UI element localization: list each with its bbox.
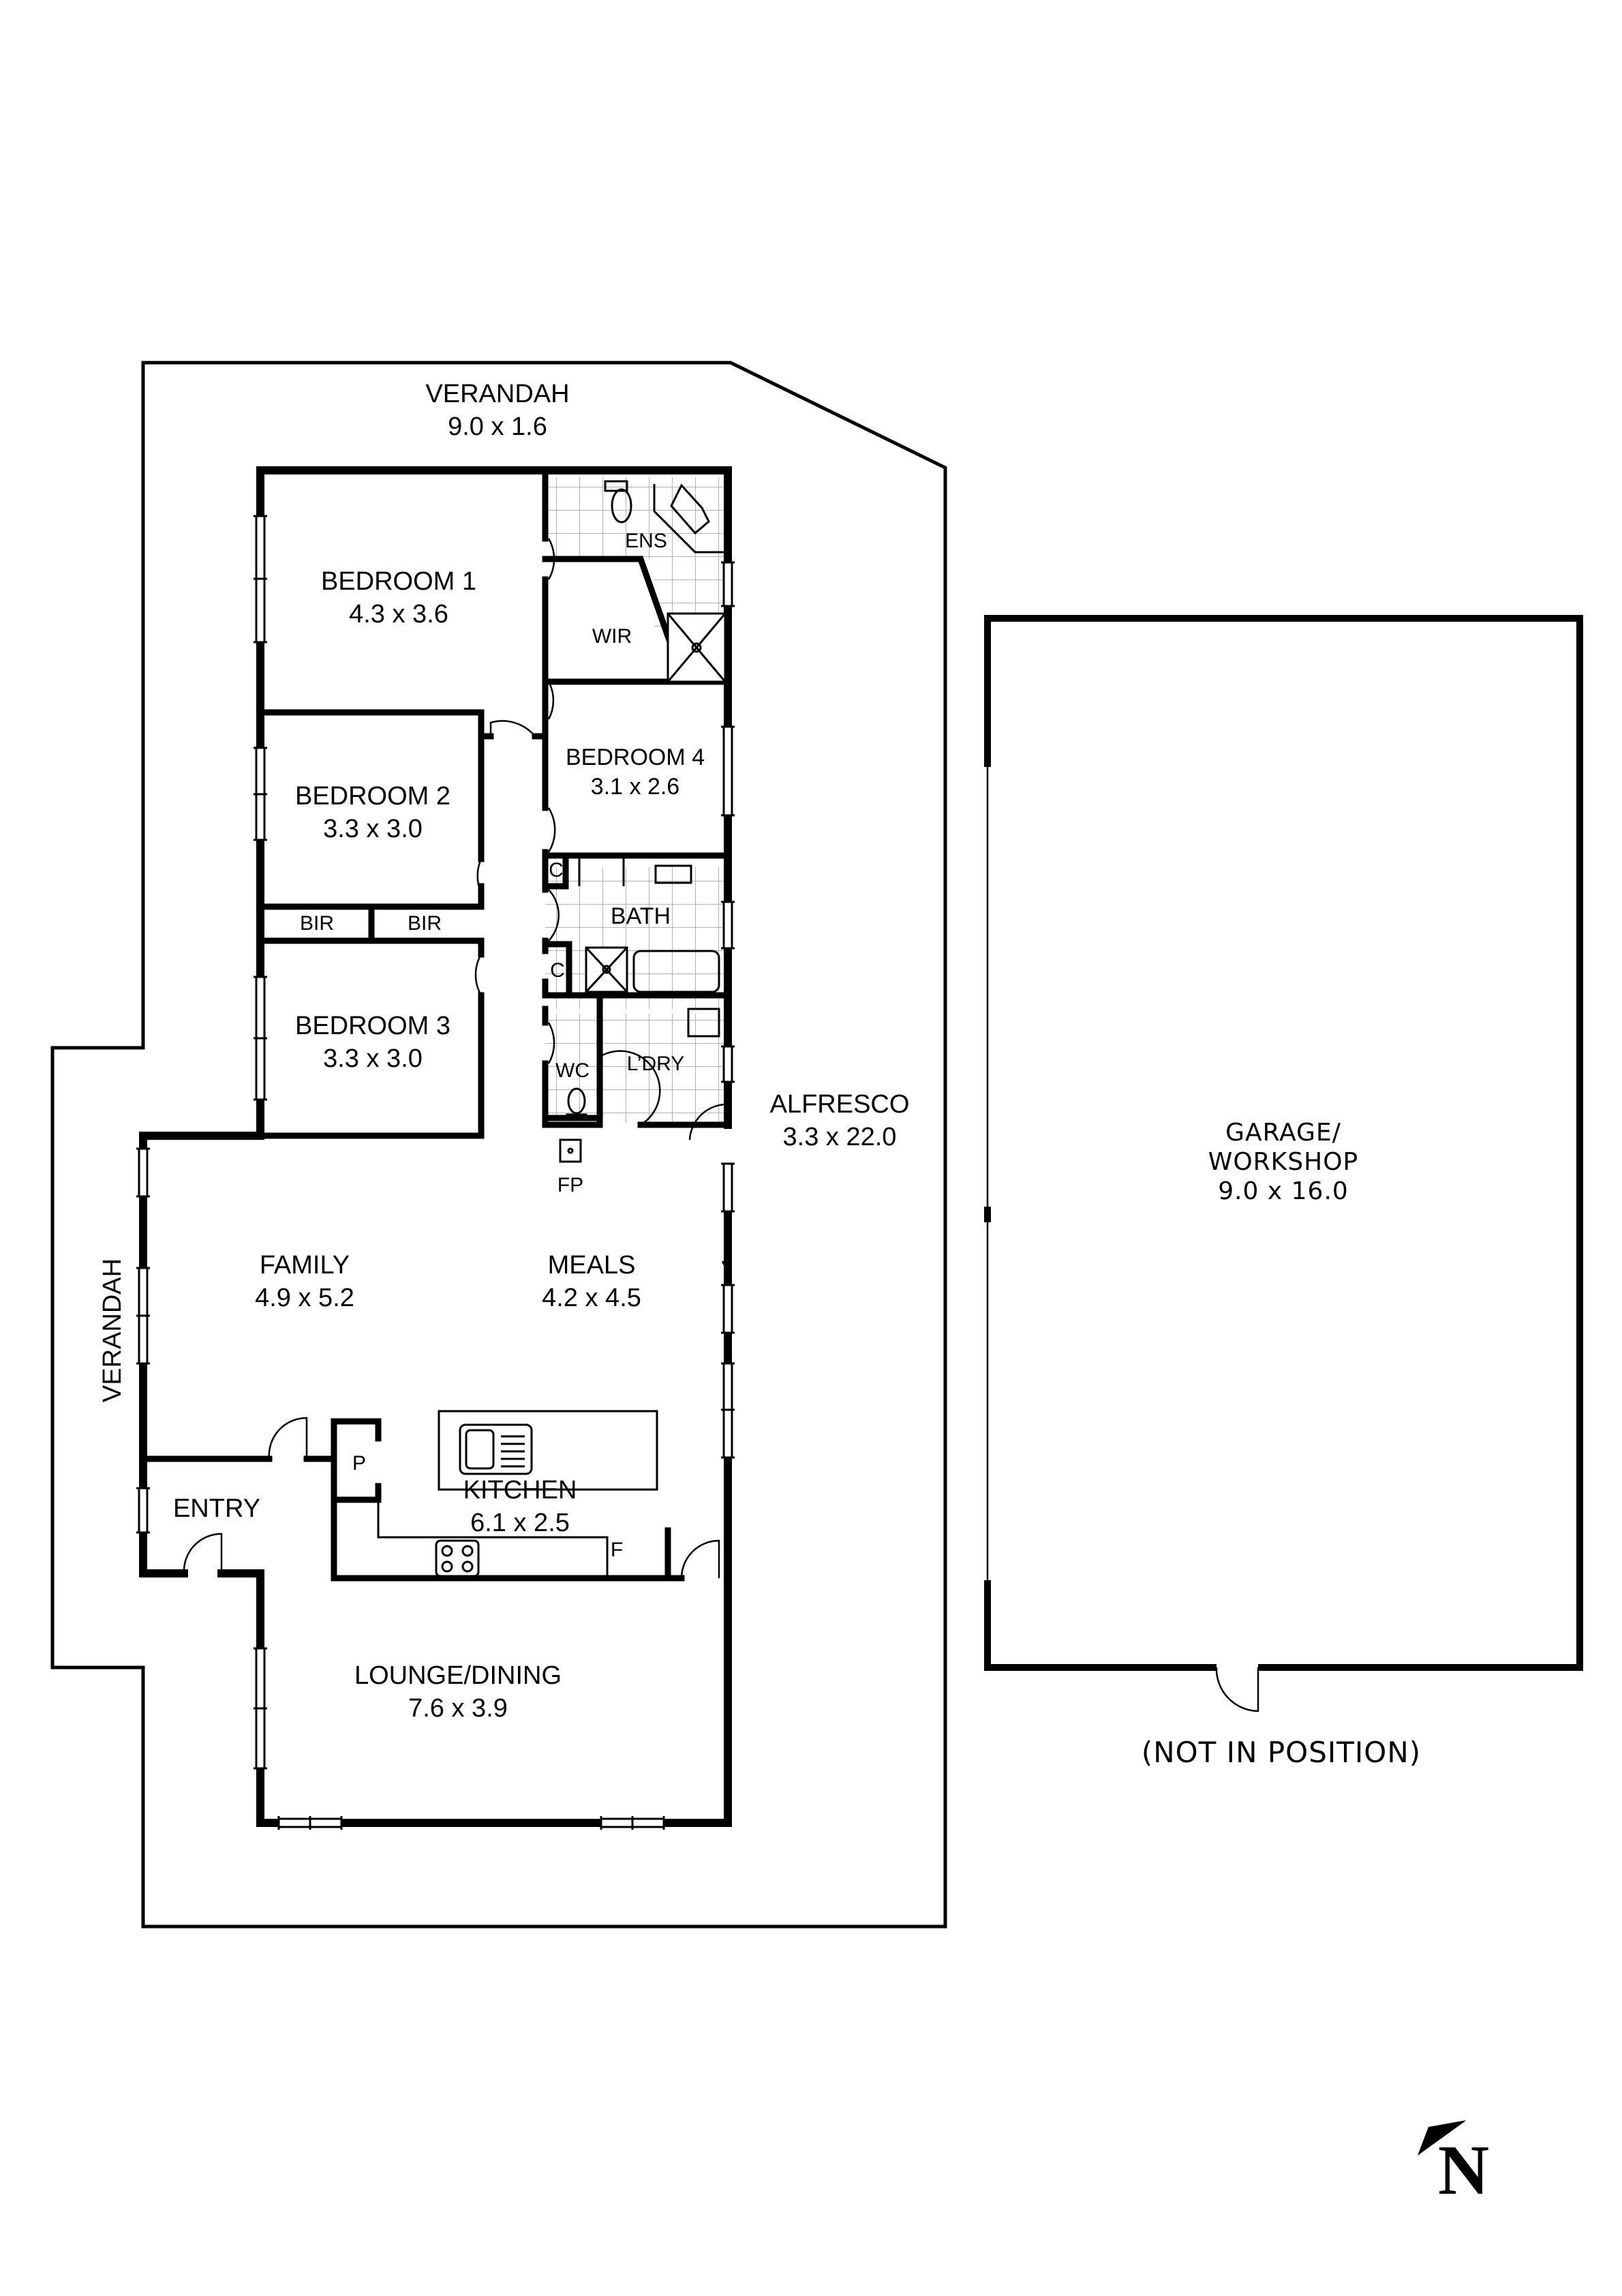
room-label-cupboard-1: C <box>549 859 564 881</box>
interior-walls <box>140 470 731 1582</box>
room-label-kitchen: KITCHEN 6.1 x 2.5 <box>463 1476 577 1537</box>
room-label-bath: BATH <box>610 903 671 929</box>
door-swings <box>183 538 732 1579</box>
room-label-lounge-dining: LOUNGE/DINING 7.6 x 3.9 <box>354 1661 562 1723</box>
fixtures <box>559 480 726 1163</box>
room-label-wir: WIR <box>592 625 632 648</box>
room-label-verandah-left: VERANDAH <box>98 1258 127 1403</box>
room-label-bedroom-2: BEDROOM 2 3.3 x 3.0 <box>294 782 451 843</box>
room-label-bedroom-4: BEDROOM 4 3.1 x 2.6 <box>565 744 705 800</box>
island-bench <box>438 1410 658 1491</box>
ens-toilet-cistern <box>604 480 628 492</box>
ens-toilet <box>611 488 632 524</box>
compass: N <box>1418 2120 1513 2206</box>
bath-vanity <box>654 864 692 884</box>
windows <box>136 515 735 1830</box>
north-arrow-icon <box>1418 2120 1465 2156</box>
room-label-alfresco: ALFRESCO 3.3 x 22.0 <box>769 1090 910 1151</box>
ens-vanity <box>670 483 710 535</box>
verandah-outline <box>50 361 947 1929</box>
exterior-walls <box>139 466 732 1827</box>
fireplace <box>559 1138 582 1163</box>
sink <box>459 1423 533 1475</box>
room-label-family: FAMILY 4.9 x 5.2 <box>255 1251 354 1312</box>
room-label-wc: WC <box>555 1059 590 1082</box>
room-name: VERANDAH <box>425 380 570 408</box>
garage-door-openings <box>986 767 1259 1712</box>
wc-toilet <box>567 1087 586 1115</box>
room-label-garage-workshop: GARAGE/ WORKSHOP 9.0 x 16.0 <box>1208 1119 1359 1206</box>
bathtub <box>632 950 720 993</box>
cooktop <box>435 1539 480 1577</box>
room-label-verandah-top: VERANDAH 9.0 x 1.6 <box>425 378 569 443</box>
garage-position-note: (NOT IN POSITION) <box>1141 1736 1422 1769</box>
kitchen-benches <box>377 1410 658 1578</box>
compass-north-label: N <box>1438 2131 1490 2209</box>
room-label-ens: ENS <box>625 530 667 552</box>
room-label-entry: ENTRY <box>172 1494 261 1523</box>
room-label-laundry: L’DRY <box>626 1053 685 1075</box>
room-label-cupboard-2: C <box>550 959 565 982</box>
room-dimensions: 9.0 x 1.6 <box>448 412 547 441</box>
room-label-pantry: P <box>352 1452 367 1475</box>
room-label-meals: MEALS 4.2 x 4.5 <box>542 1251 641 1312</box>
room-label-bir-2: BIR <box>407 912 442 935</box>
room-label-bir-1: BIR <box>299 912 335 935</box>
laundry-tub <box>687 1008 720 1038</box>
room-label-bedroom-1: BEDROOM 1 4.3 x 3.6 <box>320 567 477 629</box>
fridge-label: F <box>610 1539 624 1561</box>
fireplace-label: FP <box>557 1174 584 1196</box>
room-label-bedroom-3: BEDROOM 3 3.3 x 3.0 <box>294 1012 451 1073</box>
